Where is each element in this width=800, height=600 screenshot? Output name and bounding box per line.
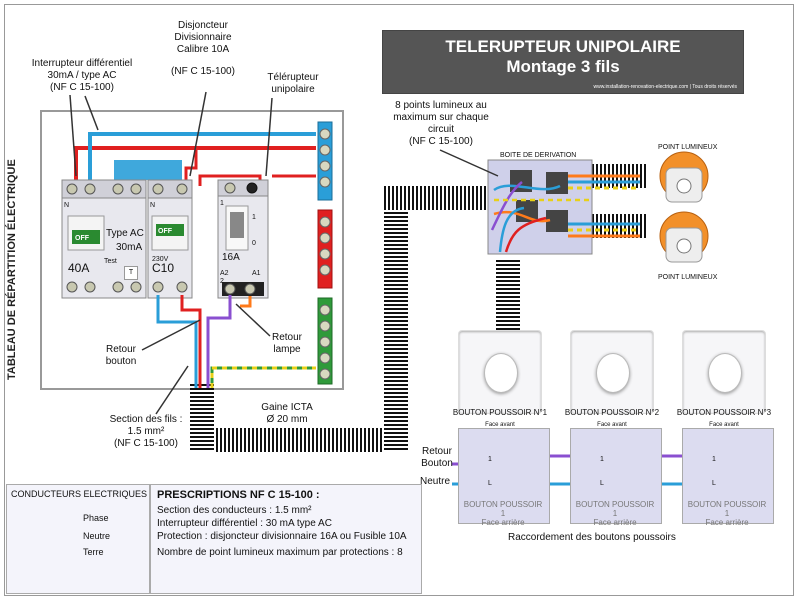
conduit-horizontal <box>214 428 408 452</box>
back-2-term-1: 1 <box>600 456 604 463</box>
legend-neutre: Neutre <box>83 531 111 541</box>
label-point-lumineux-2: POINT LUMINEUX <box>658 274 718 281</box>
diagram-frame <box>4 4 794 596</box>
tele-two: 2 <box>220 278 224 285</box>
divisional-breaker <box>147 179 193 299</box>
legend-title: CONDUCTEURS ELECTRIQUES <box>11 489 148 499</box>
label-neutre-back: Neutre <box>420 476 451 487</box>
disj-volt-label: 230V <box>152 256 169 263</box>
conduit-to-box <box>384 186 490 210</box>
diff-test-label: Test <box>104 258 117 265</box>
back-panel-3 <box>682 428 774 524</box>
diff-type-label: Type AC <box>106 228 144 239</box>
tele-zero: 0 <box>252 240 256 247</box>
legend-box: CONDUCTEURS ELECTRIQUES Phase Neutre Ter… <box>6 484 150 594</box>
back-1-term-1: 1 <box>488 456 492 463</box>
back-3-term-l: L <box>712 480 716 487</box>
conduit-icta <box>190 164 646 452</box>
label-raccordement: Raccordement des boutons poussoirs <box>508 532 676 543</box>
lamp-socket-2 <box>659 211 709 263</box>
disj-rating-label: C10 <box>152 261 175 275</box>
prescription-line-1: Section des conducteurs : 1.5 mm² <box>157 505 312 516</box>
prescriptions-box: PRESCRIPTIONS NF C 15-100 : Section des … <box>150 484 422 594</box>
title-line-2: Montage 3 fils <box>506 57 620 76</box>
title-line-1: TELERUPTEUR UNIPOLAIRE <box>445 37 681 56</box>
telerupteur-device <box>217 179 269 299</box>
legend-terre: Terre <box>83 547 104 557</box>
prescription-line-4: Nombre de point lumineux maximum par pro… <box>157 547 403 558</box>
push-button-3[interactable] <box>682 330 766 414</box>
conduit-to-lamp2 <box>590 214 646 238</box>
back-panel-1 <box>458 428 550 524</box>
label-boite: BOITE DE DERIVATION <box>500 152 577 159</box>
conduit-to-buttons <box>496 260 520 330</box>
lamp-socket-1 <box>659 151 709 203</box>
back-2-term-l: L <box>600 480 604 487</box>
disj-off-label: OFF <box>158 228 172 235</box>
push-button-1[interactable] <box>458 330 542 414</box>
diff-rating-label: 40A <box>68 261 90 275</box>
conduit-vertical <box>384 210 408 452</box>
tele-rating: 16A <box>222 252 240 263</box>
push-button-2[interactable] <box>570 330 654 414</box>
terminal-bars <box>317 121 333 385</box>
title-banner: TELERUPTEUR UNIPOLAIRE Montage 3 fils ww… <box>382 30 744 94</box>
tele-one-right: 1 <box>252 214 256 221</box>
legend-phase: Phase <box>83 513 109 523</box>
prescription-line-3: Protection : disjoncteur divisionnaire 1… <box>157 531 407 542</box>
disj-n-label: N <box>150 202 156 209</box>
back-panel-2 <box>570 428 662 524</box>
diff-off-label: OFF <box>75 235 89 242</box>
diff-t-button: T <box>124 266 138 280</box>
back-1-term-l: L <box>488 480 492 487</box>
title-url: www.installation-renovation-electrique.c… <box>593 84 738 90</box>
junction-box-drawing <box>487 159 640 255</box>
tele-one-left: 1 <box>220 200 224 207</box>
prescriptions-title: PRESCRIPTIONS NF C 15-100 : <box>157 489 320 501</box>
diff-ma-label: 30mA <box>116 242 143 253</box>
tele-a1: A1 <box>252 270 261 277</box>
label-point-lumineux-1: POINT LUMINEUX <box>658 144 718 151</box>
differential-switch <box>61 179 147 299</box>
prescription-line-2: Interrupteur différentiel : 30 mA type A… <box>157 518 332 529</box>
conduit-panel-down <box>190 382 214 452</box>
tele-a2: A2 <box>220 270 229 277</box>
label-section: Section des fils :1.5 mm²(NF C 15-100) <box>109 414 183 449</box>
diff-n-label: N <box>64 202 70 209</box>
back-3-term-1: 1 <box>712 456 716 463</box>
